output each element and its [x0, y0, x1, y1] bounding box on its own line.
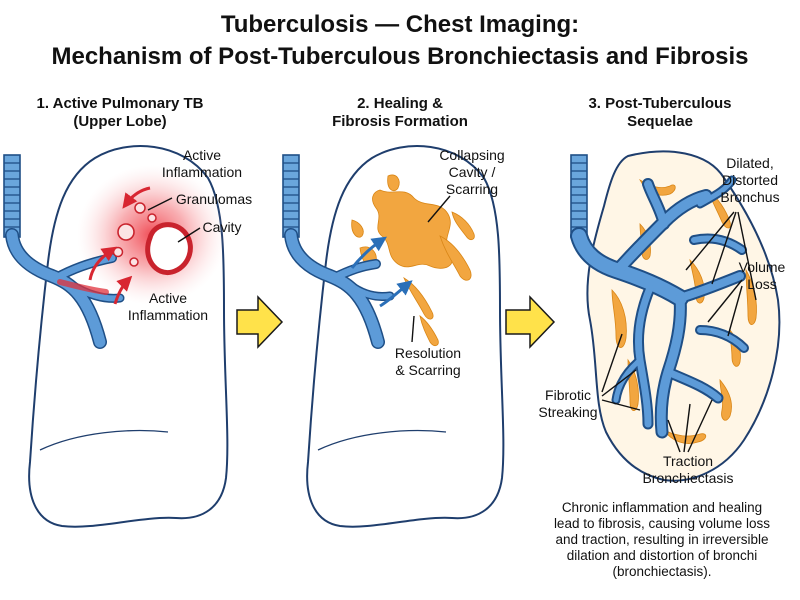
label-collapsing-3: Scarring: [446, 181, 498, 197]
label-active-inflammation-top-1: Active: [183, 147, 221, 163]
label-traction-1: Traction: [663, 453, 713, 469]
caption-line-5: (bronchiectasis).: [612, 564, 711, 579]
panel-2-heading-line-1: 2. Healing &: [357, 95, 443, 112]
panel-3-illustration: Dilated, Distorted Bronchus Volume Loss …: [538, 150, 786, 486]
trachea-rings: [4, 162, 20, 228]
panel-2-heading-line-2: Fibrosis Formation: [332, 113, 468, 130]
diagram-title-line-1: Tuberculosis — Chest Imaging:: [221, 11, 579, 38]
trachea-icon: [282, 154, 300, 238]
leader-collapsing-cavity: [427, 195, 451, 223]
bronchial-tree-icon: [570, 175, 749, 439]
label-traction-2: Bronchiectasis: [642, 470, 733, 486]
label-dilated-3: Bronchus: [720, 189, 779, 205]
flow-arrow-icon: [236, 295, 284, 349]
fibrosis-scarring: [351, 174, 475, 346]
inflammation-arrow: [88, 246, 117, 281]
cavity-ring-icon: [145, 222, 193, 275]
bronchial-tree-icon: [284, 228, 395, 349]
label-dilated-1: Dilated,: [726, 155, 773, 171]
panel-3-heading-line-1: 3. Post-Tuberculous: [588, 95, 731, 112]
caption-line-3: and traction, resulting in irreversible: [555, 532, 768, 547]
flow-arrow-icon: [505, 295, 556, 349]
leaders-volume-loss: [707, 279, 743, 337]
explanation-caption: Chronic inflammation and healing lead to…: [554, 500, 770, 579]
panel-1-illustration: Active Inflammation Granulomas Cavity Ac…: [3, 145, 252, 528]
label-fibrotic-2: Streaking: [538, 404, 597, 420]
label-volume-2: Loss: [747, 276, 777, 292]
label-cavity: Cavity: [203, 219, 242, 235]
leader-granulomas: [147, 197, 173, 211]
leaders-dilated-bronchus: [685, 211, 757, 301]
label-resolution-1: Resolution: [395, 345, 461, 361]
caption-line-2: lead to fibrosis, causing volume loss: [554, 516, 770, 531]
panel-3-heading-line-2: Sequelae: [627, 113, 693, 130]
trachea-icon: [570, 154, 588, 238]
label-volume-1: Volume: [739, 259, 786, 275]
lobe-fissure: [317, 429, 447, 451]
label-fibrotic-1: Fibrotic: [545, 387, 591, 403]
panel-2-illustration: Collapsing Cavity / Scarring Resolution …: [282, 145, 505, 528]
leaders-fibrotic-streaking: [601, 333, 641, 411]
label-active-inflammation-top-2: Inflammation: [162, 164, 242, 180]
inflammation-arrow: [122, 186, 151, 209]
lung-outline-icon: [306, 145, 505, 528]
panel-1-heading-line-1: 1. Active Pulmonary TB: [37, 95, 204, 112]
healing-arrow: [350, 236, 387, 269]
label-dilated-2: Distorted: [722, 172, 778, 188]
caption-line-1: Chronic inflammation and healing: [562, 500, 762, 515]
label-resolution-2: & Scarring: [395, 362, 460, 378]
leader-resolution: [411, 315, 415, 343]
lobe-fissure: [39, 429, 169, 451]
trachea-rings: [571, 162, 587, 228]
trachea-icon: [3, 154, 21, 238]
leaders-traction-bronchiectasis: [667, 399, 713, 453]
label-active-inflammation-bottom-1: Active: [149, 290, 187, 306]
inflammation-arrow: [113, 275, 133, 305]
trachea-rings: [283, 162, 299, 228]
leader-cavity: [177, 227, 201, 243]
diagram-title-line-2: Mechanism of Post-Tuberculous Bronchiect…: [51, 43, 748, 70]
healing-arrow: [379, 280, 413, 308]
label-collapsing-1: Collapsing: [439, 147, 504, 163]
label-active-inflammation-bottom-2: Inflammation: [128, 307, 208, 323]
label-collapsing-2: Cavity /: [449, 164, 496, 180]
label-granulomas: Granulomas: [176, 191, 252, 207]
panel-1-heading-line-2: (Upper Lobe): [73, 113, 166, 130]
caption-line-4: dilation and distortion of bronchi: [567, 548, 758, 563]
